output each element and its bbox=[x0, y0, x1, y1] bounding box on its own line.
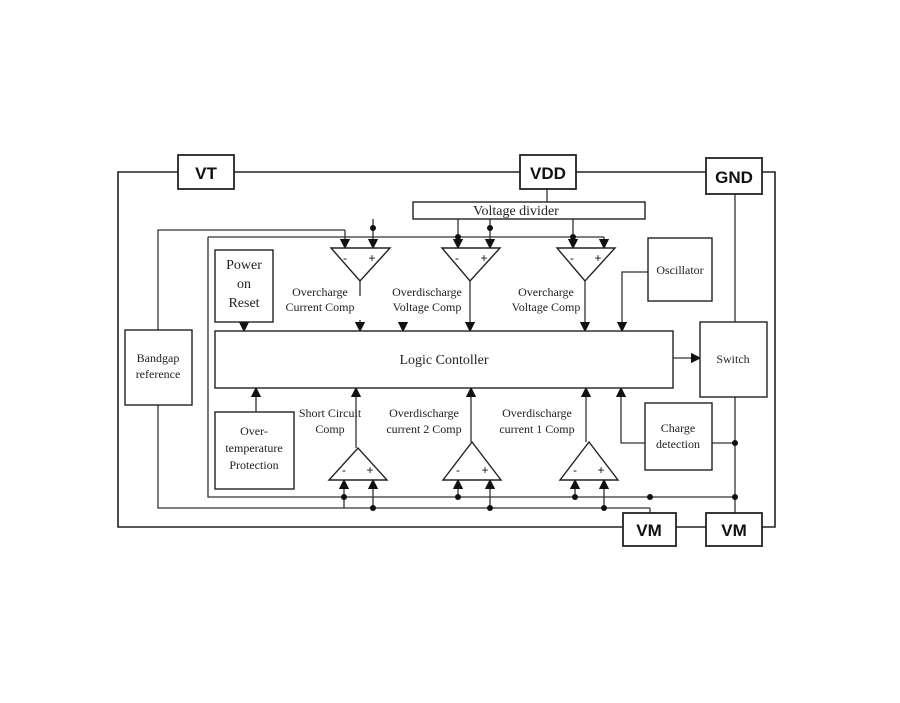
comp-bottom-2-minus: - bbox=[456, 463, 460, 477]
over-temp-line-1: Over- bbox=[240, 424, 268, 438]
over-temp-line-2: temperature bbox=[225, 441, 282, 455]
pin-vt-label: VT bbox=[195, 164, 217, 183]
comparator-top-3: - + Overcharge Voltage Comp bbox=[512, 247, 617, 314]
comparator-bottom-2: - + Overdischarge current 2 Comp bbox=[386, 406, 503, 481]
bandgap-line-1: Bandgap bbox=[137, 351, 180, 365]
pin-gnd: GND bbox=[705, 157, 763, 195]
voltage-divider-block: Voltage divider bbox=[412, 201, 646, 220]
comp-top-3-line-1: Overcharge bbox=[518, 285, 574, 299]
comp-top-3-minus: - bbox=[570, 251, 574, 265]
switch-block: Switch bbox=[699, 321, 768, 398]
pin-vdd-label: VDD bbox=[530, 164, 566, 183]
comp-bottom-2-plus: + bbox=[481, 463, 488, 477]
por-line-3: Reset bbox=[228, 296, 259, 311]
comp-bottom-3-line-2: current 1 Comp bbox=[499, 422, 574, 436]
comparator-top-2: - + Overdischarge Voltage Comp bbox=[392, 247, 502, 314]
pin-gnd-label: GND bbox=[715, 168, 753, 187]
charge-detection-line-1: Charge bbox=[661, 421, 695, 435]
comp-bottom-3-plus: + bbox=[597, 463, 604, 477]
power-on-reset-block: Power on Reset bbox=[214, 249, 274, 323]
pin-vm-right-label: VM bbox=[721, 521, 747, 540]
pin-vm-right: VM bbox=[705, 512, 763, 547]
pin-vdd: VDD bbox=[519, 154, 577, 190]
over-temp-line-3: Protection bbox=[229, 458, 278, 472]
comp-top-1-line-1: Overcharge bbox=[292, 285, 348, 299]
comparator-bottom-3: - + Overdischarge current 1 Comp bbox=[499, 406, 620, 481]
por-line-1: Power bbox=[226, 258, 262, 273]
charge-detection-line-2: detection bbox=[656, 437, 700, 451]
pin-vt: VT bbox=[177, 154, 235, 190]
comp-bottom-2-line-2: current 2 Comp bbox=[386, 422, 461, 436]
comp-top-1-line-2: Current Comp bbox=[286, 300, 355, 314]
comp-top-3-line-2: Voltage Comp bbox=[512, 300, 581, 314]
comp-bottom-1-line-2: Comp bbox=[315, 422, 344, 436]
comp-bottom-1-line-1: Short Circuit bbox=[299, 406, 362, 420]
outer-wires bbox=[117, 171, 776, 528]
inner-wires bbox=[157, 189, 736, 513]
bandgap-line-2: reference bbox=[136, 367, 181, 381]
oscillator-label: Oscillator bbox=[656, 263, 703, 277]
oscillator-block: Oscillator bbox=[647, 237, 713, 302]
comp-bottom-3-line-1: Overdischarge bbox=[502, 406, 572, 420]
junction-dots bbox=[341, 225, 738, 511]
pin-vm-left: VM bbox=[622, 512, 677, 547]
comp-bottom-1-minus: - bbox=[342, 463, 346, 477]
comp-bottom-3-minus: - bbox=[573, 463, 577, 477]
comparator-bottom-1: - + Short Circuit Comp bbox=[299, 406, 389, 481]
comp-top-3-plus: + bbox=[594, 251, 601, 265]
por-line-2: on bbox=[237, 277, 251, 292]
voltage-divider-label: Voltage divider bbox=[473, 204, 559, 219]
comp-top-2-plus: + bbox=[480, 251, 487, 265]
charge-detection-block: Charge detection bbox=[644, 402, 713, 471]
comp-top-1-minus: - bbox=[343, 251, 347, 265]
comp-top-2-line-2: Voltage Comp bbox=[393, 300, 462, 314]
bandgap-reference-block: Bandgap reference bbox=[124, 329, 193, 406]
comp-bottom-2-line-1: Overdischarge bbox=[389, 406, 459, 420]
over-temperature-block: Over- temperature Protection bbox=[214, 411, 295, 490]
comparator-top-1: - + Overcharge Current Comp bbox=[286, 247, 392, 314]
logic-controller-label: Logic Contoller bbox=[399, 353, 488, 368]
switch-label: Switch bbox=[716, 352, 749, 366]
comp-top-2-line-1: Overdischarge bbox=[392, 285, 462, 299]
pin-vm-left-label: VM bbox=[636, 521, 662, 540]
comp-bottom-1-plus: + bbox=[366, 463, 373, 477]
logic-controller-block: Logic Contoller bbox=[214, 330, 674, 389]
comp-top-1-plus: + bbox=[368, 251, 375, 265]
comp-top-2-minus: - bbox=[455, 251, 459, 265]
